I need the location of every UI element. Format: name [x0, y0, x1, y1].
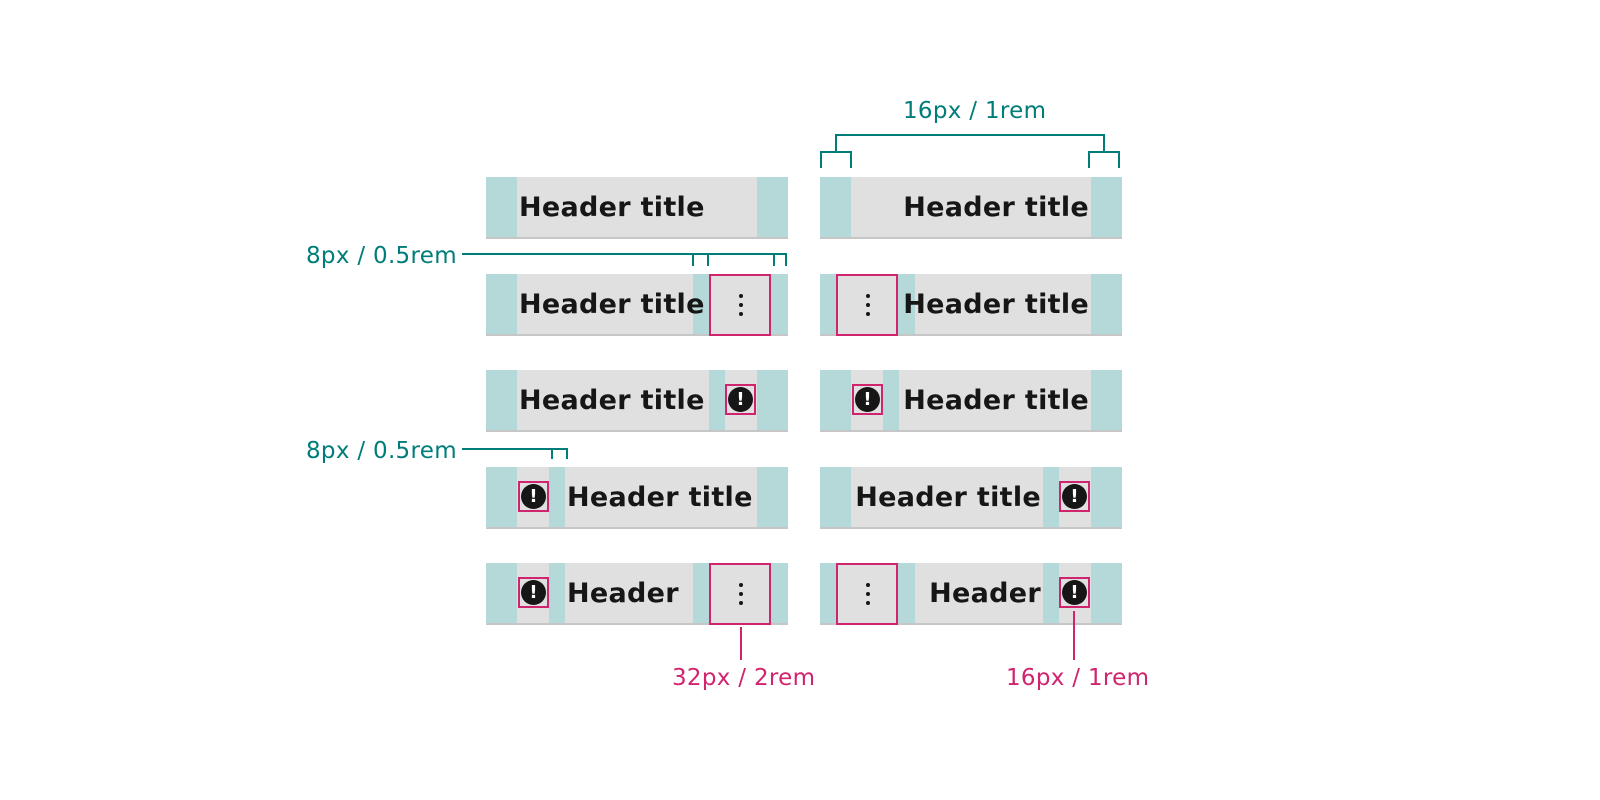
warning-filled-icon: ! — [855, 387, 880, 412]
padding-end — [1091, 467, 1122, 527]
gap-bracket-b-leader — [462, 448, 568, 459]
header-row-right-1: Header title — [820, 177, 1122, 239]
header-row-right-5: Header ! — [820, 563, 1122, 625]
header-row-right-2: Header title — [820, 274, 1122, 336]
padding-start — [486, 177, 517, 237]
overflow-menu-button[interactable] — [836, 563, 898, 625]
overflow-menu-button[interactable] — [836, 274, 898, 336]
gap-spacer — [1043, 467, 1059, 527]
menu-size-label: 32px / 2rem — [672, 665, 816, 691]
header-title: Header title — [903, 192, 1089, 223]
padding-end — [757, 467, 788, 527]
icon-size-label: 16px / 1rem — [1006, 665, 1150, 691]
overflow-menu-vertical-icon — [739, 294, 743, 316]
gap-spacing-label-a: 8px / 0.5rem — [306, 243, 457, 269]
top-spacing-label: 16px / 1rem — [903, 98, 1047, 124]
header-title-short: Header — [567, 578, 679, 609]
overflow-menu-vertical-icon — [866, 583, 870, 605]
header-title: Header title — [567, 482, 753, 513]
header-title: Header title — [519, 385, 705, 416]
gap-spacer — [883, 370, 899, 430]
padding-start — [486, 370, 517, 430]
padding-end — [1091, 274, 1122, 334]
warning-icon-frame: ! — [518, 481, 549, 512]
warning-filled-icon: ! — [728, 387, 753, 412]
header-title: Header title — [519, 289, 705, 320]
overflow-menu-vertical-icon — [739, 583, 743, 605]
warning-filled-icon: ! — [1062, 484, 1087, 509]
header-title: Header title — [903, 385, 1089, 416]
padding-end — [757, 177, 788, 237]
padding-end — [1091, 563, 1122, 623]
warning-icon-frame: ! — [518, 577, 549, 608]
gap-spacer — [709, 370, 725, 430]
gap-spacing-label-b: 8px / 0.5rem — [306, 438, 457, 464]
padding-start — [820, 467, 851, 527]
header-title: Header title — [903, 289, 1089, 320]
warning-filled-icon: ! — [521, 580, 546, 605]
header-row-left-1: Header title — [486, 177, 788, 239]
header-row-left-4: ! Header title — [486, 467, 788, 529]
warning-filled-icon: ! — [1062, 580, 1087, 605]
gap-bracket-a-leader — [462, 253, 787, 266]
header-row-left-2: Header title — [486, 274, 788, 336]
top-bracket-right-pad — [1088, 151, 1120, 168]
padding-start — [486, 467, 517, 527]
padding-end — [757, 370, 788, 430]
top-bracket-left-pad — [820, 151, 852, 168]
gap-spacer — [549, 563, 565, 623]
padding-start — [820, 370, 851, 430]
header-row-right-3: ! Header title — [820, 370, 1122, 432]
warning-icon-frame: ! — [1059, 481, 1090, 512]
padding-end — [1091, 370, 1122, 430]
header-title-short: Header — [929, 578, 1041, 609]
padding-start — [820, 177, 851, 237]
padding-start — [486, 563, 517, 623]
gap-spacer — [549, 467, 565, 527]
header-title: Header title — [855, 482, 1041, 513]
warning-icon-frame: ! — [1059, 577, 1090, 608]
overflow-menu-button[interactable] — [709, 563, 771, 625]
padding-start — [486, 274, 517, 334]
warning-icon-frame: ! — [852, 384, 883, 415]
header-title: Header title — [519, 192, 705, 223]
padding-end — [1091, 177, 1122, 237]
overflow-menu-button[interactable] — [709, 274, 771, 336]
header-row-left-5: ! Header — [486, 563, 788, 625]
header-row-right-4: Header title ! — [820, 467, 1122, 529]
top-bracket-main — [835, 134, 1105, 152]
warning-filled-icon: ! — [521, 484, 546, 509]
warning-icon-frame: ! — [725, 384, 756, 415]
header-row-left-3: Header title ! — [486, 370, 788, 432]
overflow-menu-vertical-icon — [866, 294, 870, 316]
gap-spacer — [1043, 563, 1059, 623]
